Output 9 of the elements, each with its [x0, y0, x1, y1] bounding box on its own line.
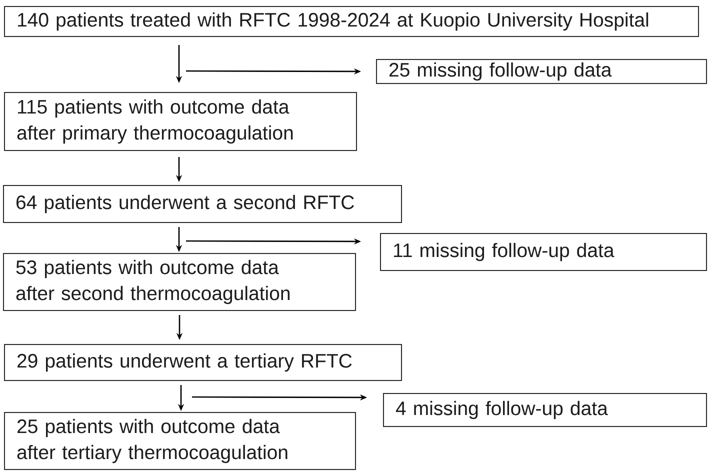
- process-box: 11 missing follow-up data: [380, 233, 707, 271]
- process-box: 4 missing follow-up data: [383, 393, 707, 427]
- process-box: 25 patients with outcome data after tertiary thermocoagulation: [4, 412, 356, 470]
- process-box: 64 patients underwent a second RFTC: [3, 185, 402, 223]
- process-box: 53 patients with outcome data after second thermocoagulation: [3, 253, 356, 311]
- process-box: 29 patients underwent a tertiary RFTC: [4, 344, 402, 381]
- process-box: 140 patients treated with RFTC 1998-2024 at Kuopio University Hospital: [4, 6, 699, 37]
- process-box: 25 missing follow-up data: [376, 59, 707, 84]
- process-box: 115 patients with outcome data after primary thermocoagulation: [4, 92, 357, 151]
